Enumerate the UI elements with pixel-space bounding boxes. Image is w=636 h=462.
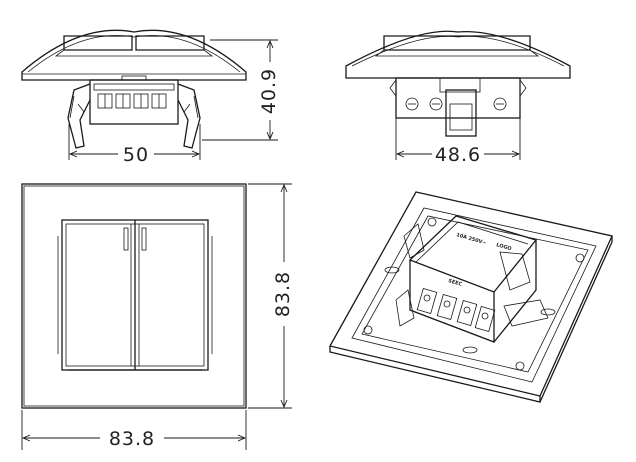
dimension-plate-height: 83.8 (248, 183, 294, 409)
front-view (21, 29, 247, 149)
dimension-label: 83.8 (272, 271, 294, 317)
front-terminals (97, 93, 167, 109)
dimension-label: 48.6 (435, 144, 481, 166)
module-brand-label: LOGO (495, 242, 512, 252)
module-marking-label: SEEC (447, 278, 463, 288)
dimension-label: 83.8 (109, 428, 155, 450)
isometric-view: 10A 250V~ LOGO SEEC (329, 191, 613, 403)
module-rating-label: 10A 250V~ (455, 232, 487, 246)
dimension-front-depth: 40.9 (202, 39, 280, 141)
iso-terminals (416, 288, 496, 332)
dimension-front-width: 50 (68, 124, 201, 166)
side-view (345, 30, 571, 137)
dimension-label: 50 (123, 144, 149, 166)
indicator-right (141, 227, 147, 251)
plate-view (21, 183, 247, 409)
indicator-left (123, 227, 129, 251)
dimension-label: 40.9 (258, 68, 280, 114)
dimension-side-width: 48.6 (395, 118, 521, 166)
dimension-plate-width: 83.8 (21, 410, 247, 450)
side-screws (405, 97, 507, 111)
